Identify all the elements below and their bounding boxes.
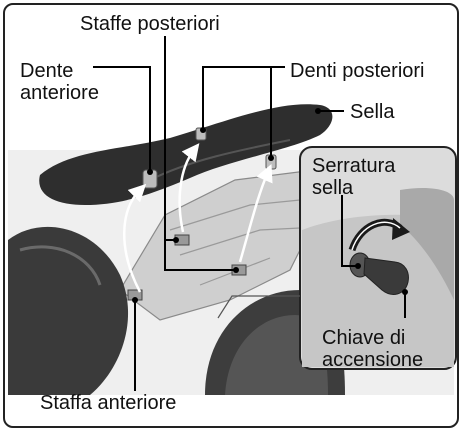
label-serratura-sella: Serratura sella [312, 155, 395, 199]
label-sella: Sella [350, 101, 394, 123]
label-staffe-posteriori: Staffe posteriori [80, 13, 220, 35]
label-chiave-di-accensione: Chiave di accensione [322, 327, 423, 371]
label-dente-anteriore: Dente anteriore [20, 60, 99, 104]
label-denti-posteriori: Denti posteriori [290, 60, 425, 82]
label-staffa-anteriore: Staffa anteriore [40, 392, 176, 414]
